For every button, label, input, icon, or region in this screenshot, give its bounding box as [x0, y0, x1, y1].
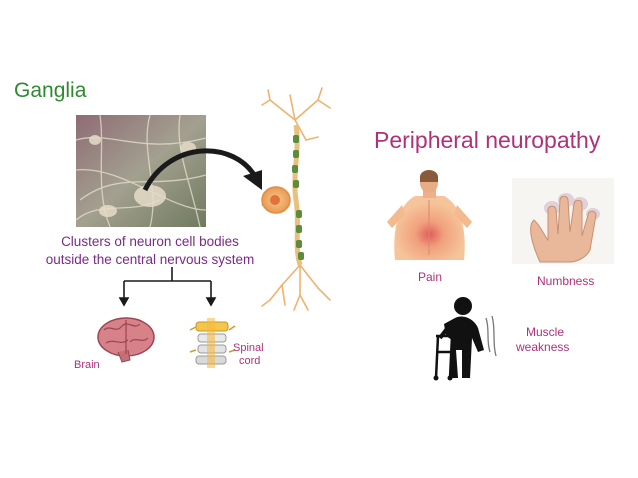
spinal-cord-label-line1: Spinal	[233, 342, 264, 354]
brain-icon	[97, 317, 155, 363]
back-pain-icon	[387, 170, 472, 260]
pain-label: Pain	[418, 270, 443, 284]
spinal-cord-label-line2: cord	[239, 355, 261, 367]
numb-hand-icon	[512, 178, 614, 264]
ganglia-description-line1: Clusters of neuron cell bodies	[61, 234, 239, 249]
brain-label: Brain	[74, 359, 100, 371]
neuropathy-title: Peripheral neuropathy	[374, 127, 601, 153]
walker-person-icon	[433, 297, 497, 381]
muscle-weakness-label-line2: weakness	[516, 340, 570, 354]
curved-arrow	[142, 148, 262, 192]
neuron-icon	[261, 87, 331, 311]
muscle-weakness-label-line1: Muscle	[526, 325, 565, 339]
spinal-cord-icon	[189, 318, 236, 368]
ganglia-micrograph	[75, 114, 207, 228]
branch-connector	[118, 267, 217, 307]
numbness-label: Numbness	[537, 274, 595, 288]
ganglia-title: Ganglia	[14, 79, 87, 102]
ganglia-description-line2: outside the central nervous system	[45, 252, 255, 267]
